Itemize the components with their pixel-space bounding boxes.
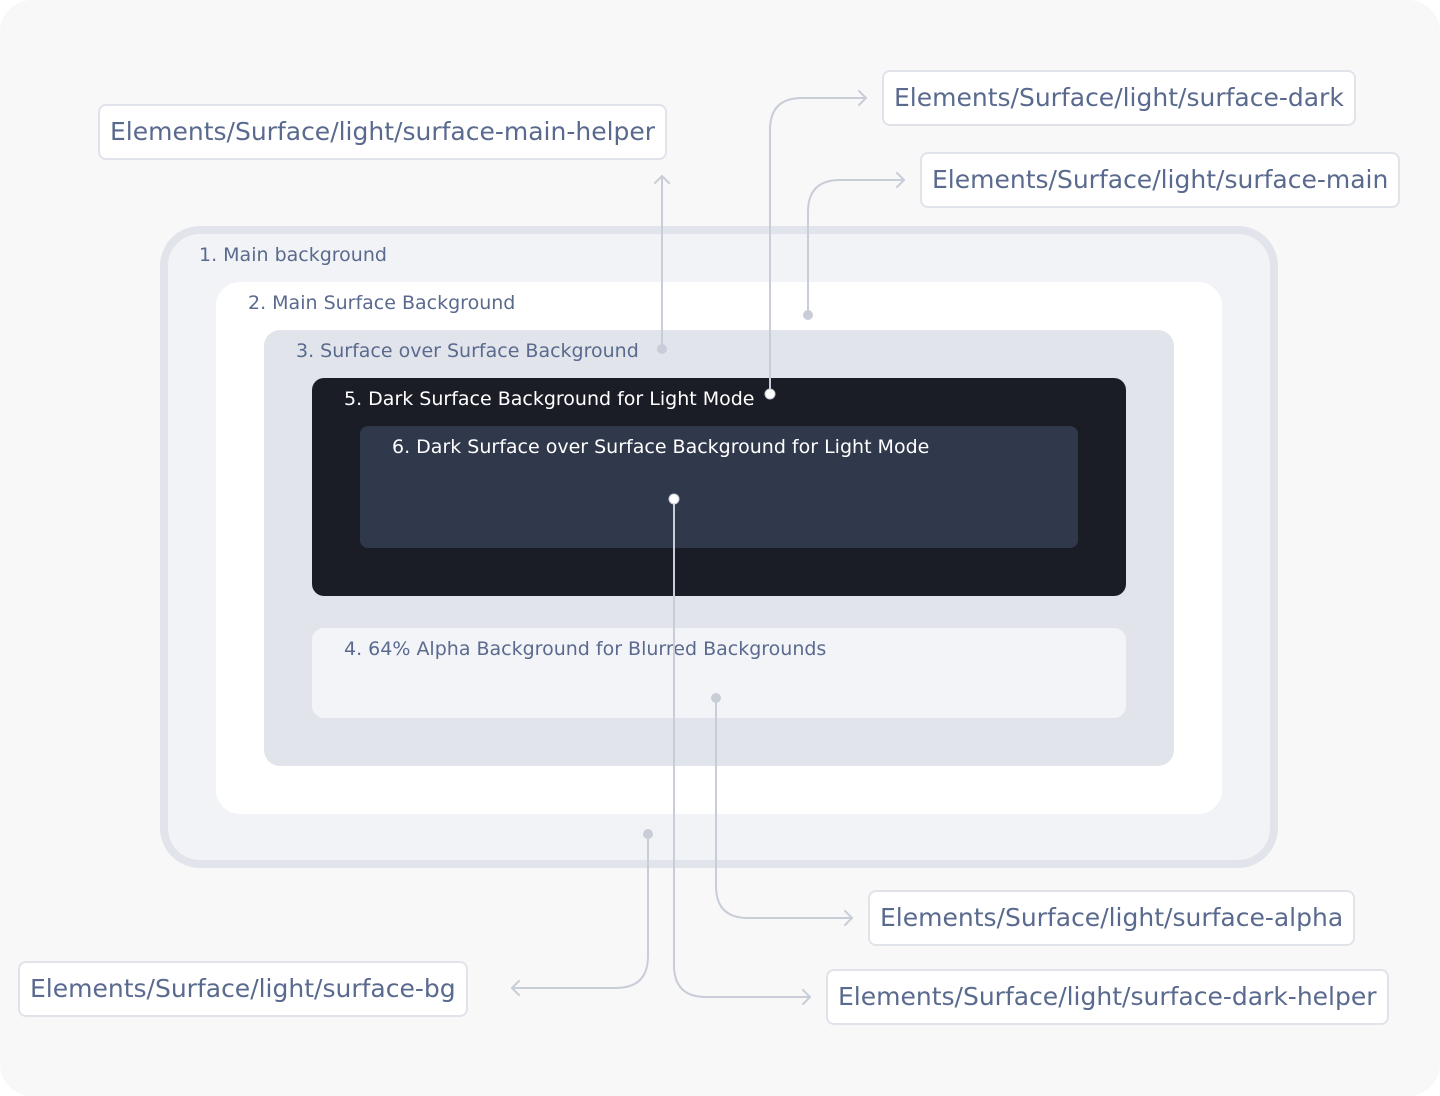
main-surface-label: 2. Main Surface Background xyxy=(248,292,516,314)
token-surface-main: Elements/Surface/light/surface-main xyxy=(920,152,1401,208)
alpha-background-label: 4. 64% Alpha Background for Blurred Back… xyxy=(344,638,827,660)
arrowhead-surface-main xyxy=(896,172,905,188)
main-background-label: 1. Main background xyxy=(199,244,387,266)
token-surface-dark-helper: Elements/Surface/light/surface-dark-help… xyxy=(826,969,1389,1025)
token-surface-main-helper: Elements/Surface/light/surface-main-help… xyxy=(98,104,668,160)
surface-over-surface-label: 3. Surface over Surface Background xyxy=(296,340,639,362)
dark-surface-over-surface-label: 6. Dark Surface over Surface Background … xyxy=(392,436,930,458)
dark-surface-label: 5. Dark Surface Background for Light Mod… xyxy=(344,388,755,410)
token-surface-alpha: Elements/Surface/light/surface-alpha xyxy=(868,890,1356,946)
arrowhead-surface-dark-helper xyxy=(802,989,811,1005)
token-surface-bg: Elements/Surface/light/surface-bg xyxy=(18,961,468,1017)
token-surface-dark: Elements/Surface/light/surface-dark xyxy=(882,70,1356,126)
arrowhead-surface-bg xyxy=(511,980,520,996)
arrowhead-surface-alpha xyxy=(844,910,853,926)
arrowhead-surface-main-helper xyxy=(654,175,670,184)
arrowhead-surface-dark xyxy=(858,90,867,106)
